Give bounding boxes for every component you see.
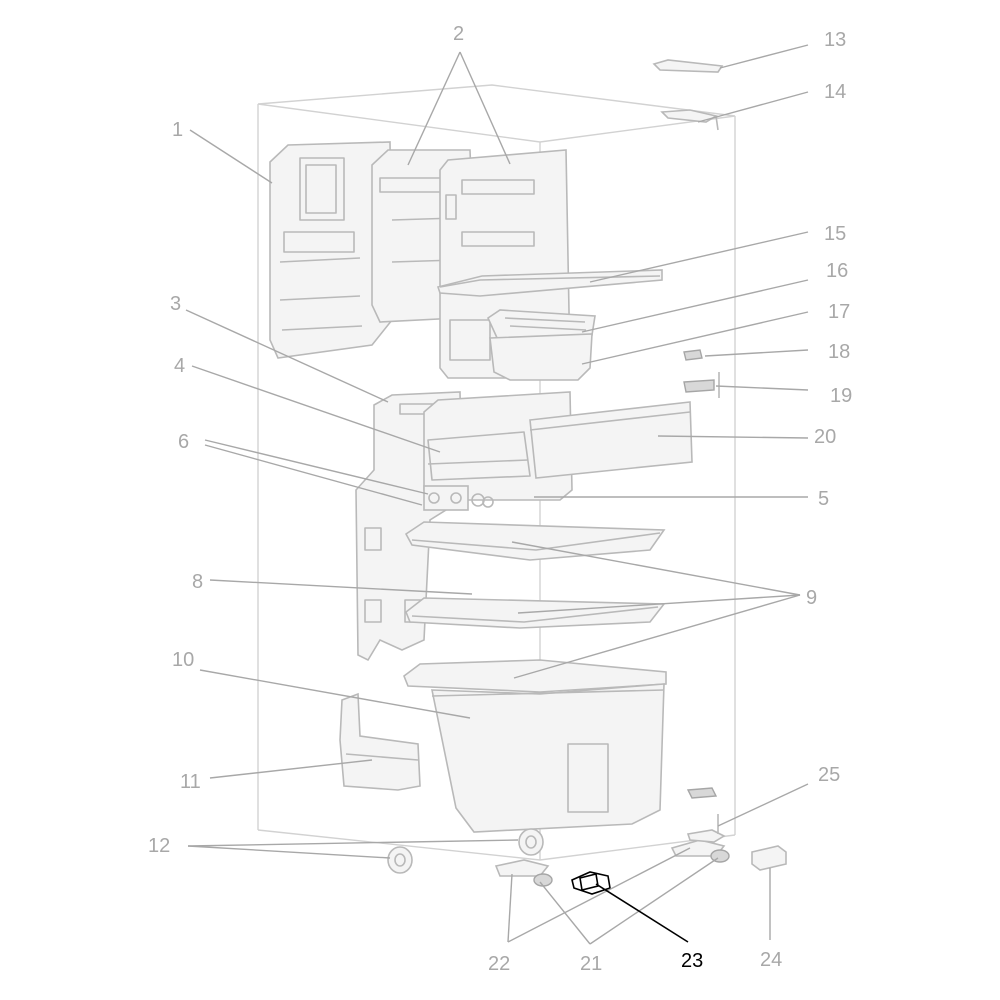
callout-10: 10	[172, 649, 194, 671]
callout-19: 19	[830, 385, 852, 407]
part-25-hinge-pin	[686, 787, 726, 843]
callout-5: 5	[818, 488, 829, 510]
callout-3: 3	[170, 293, 181, 315]
callout-12: 12	[148, 835, 170, 857]
callout-11: 11	[180, 771, 201, 793]
callout-2: 2	[453, 23, 464, 45]
part-23-highlighted-component	[571, 871, 611, 895]
callout-labels: 1 2 3 4 5 6 8 9 10 11 12 13 14 15 16 17 …	[148, 23, 852, 975]
part-18-door-stopper	[683, 349, 703, 361]
callout-24: 24	[760, 949, 782, 971]
part-10-crisper-bin	[431, 683, 665, 833]
part-16-ice-tray	[486, 309, 596, 341]
part-19-middle-hinge	[683, 372, 720, 398]
callout-15: 15	[824, 223, 846, 245]
part-17-ice-box	[489, 333, 593, 381]
part-13-hinge-cover	[652, 59, 724, 73]
callout-14: 14	[824, 81, 846, 103]
callout-25: 25	[818, 764, 840, 786]
callout-20: 20	[814, 426, 836, 448]
callout-4: 4	[174, 355, 185, 377]
callout-17: 17	[828, 301, 850, 323]
part-22-bottom-hinge	[494, 839, 730, 887]
callout-21: 21	[580, 953, 602, 975]
callout-6: 6	[178, 431, 189, 453]
callout-23: 23	[681, 950, 703, 972]
part-20-drawer	[529, 401, 693, 479]
part-1-rear-panel	[269, 141, 393, 359]
part-24-cover-cap	[751, 845, 787, 871]
callout-13: 13	[824, 29, 846, 51]
callout-9: 9	[806, 587, 817, 609]
part-15-glass-shelf	[436, 269, 663, 297]
part-11-door-bin	[339, 692, 421, 791]
callout-1: 1	[172, 119, 183, 141]
callout-18: 18	[828, 341, 850, 363]
callout-22: 22	[488, 953, 510, 975]
callout-8: 8	[192, 571, 203, 593]
part-6-thermostat-knobs	[423, 485, 494, 511]
leader-lines	[185, 44, 809, 945]
callout-16: 16	[826, 260, 848, 282]
part-9-glass-shelves	[403, 521, 667, 693]
part-12-feet	[387, 828, 544, 874]
